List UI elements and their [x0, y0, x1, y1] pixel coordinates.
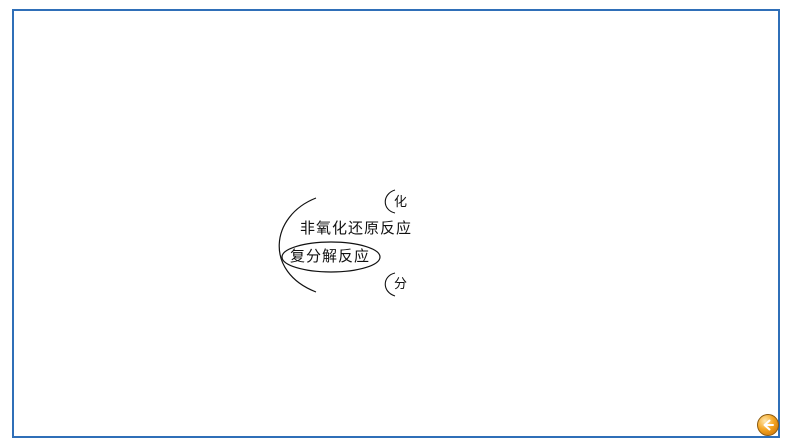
double-decomposition-label: 复分解反应	[290, 247, 371, 265]
combination-reaction-label-partial: 化	[394, 195, 408, 210]
non-redox-reaction-label: 非氧化还原反应	[300, 219, 413, 237]
top-small-bracket	[384, 189, 396, 214]
back-button[interactable]	[757, 414, 779, 436]
left-bracket-arc	[278, 197, 317, 293]
circled-label-ellipse	[281, 241, 381, 273]
slide-frame	[12, 9, 780, 438]
reaction-classification-diagram: 化 非氧化还原反应 复分解反应 分	[270, 188, 415, 300]
decomposition-reaction-label-partial: 分	[394, 277, 408, 292]
back-arrow-icon	[763, 419, 774, 431]
bottom-small-bracket	[384, 272, 396, 297]
diagram-lines	[278, 189, 396, 297]
